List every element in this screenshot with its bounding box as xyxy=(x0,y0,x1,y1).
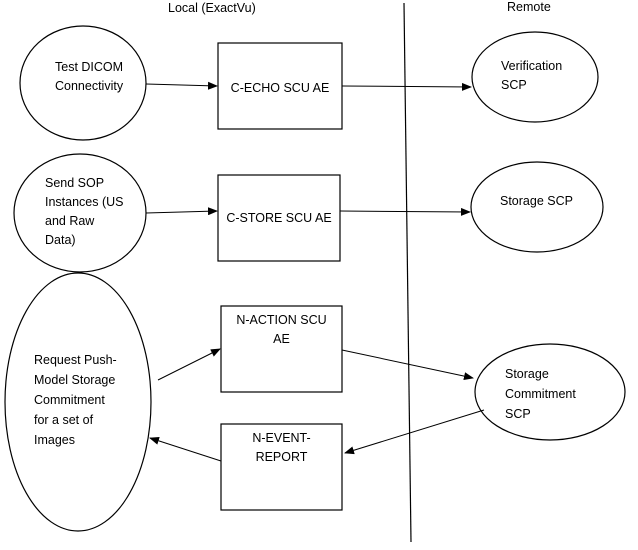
box-n-event xyxy=(220,423,343,511)
ellipse-verification xyxy=(471,31,599,123)
arrow-request-to-naction xyxy=(157,348,221,381)
arrow-send-to-store xyxy=(145,207,218,216)
label-send-sop: Send SOP Instances (US and Raw Data) xyxy=(45,174,124,250)
label-line: AE xyxy=(273,332,290,346)
label-line: Request Push- xyxy=(34,353,117,367)
arrow-nevent-to-request xyxy=(149,436,222,462)
label-line: and Raw xyxy=(45,214,95,228)
label-test-dicom: Test DICOM Connectivity xyxy=(55,58,123,96)
label-line: Storage xyxy=(505,367,549,381)
arrow-store-to-storage xyxy=(339,207,471,216)
ellipse-test-dicom xyxy=(19,25,147,141)
box-c-store xyxy=(217,174,341,262)
label-line: Model Storage xyxy=(34,373,116,387)
label-line: Verification xyxy=(501,59,563,73)
label-line: Test DICOM xyxy=(55,60,124,74)
label-line: SCP xyxy=(505,407,531,421)
label-line: Instances (US xyxy=(45,195,124,209)
label-storage: Storage SCP xyxy=(500,192,573,211)
label-line: N-ACTION SCU xyxy=(236,313,327,327)
label-line: Images xyxy=(34,433,75,447)
label-line: REPORT xyxy=(255,450,308,464)
label-line: Storage SCP xyxy=(500,194,573,208)
local-remote-divider xyxy=(403,2,412,543)
arrow-test-to-echo xyxy=(145,81,218,90)
label-line: N-EVENT- xyxy=(252,431,311,445)
label-c-store: C-STORE SCU AE xyxy=(218,209,340,228)
arrow-commitment-to-nevent xyxy=(344,409,485,455)
label-request-push: Request Push- Model Storage Commitment f… xyxy=(34,350,117,450)
label-line: SCP xyxy=(501,78,527,92)
label-line: Send SOP xyxy=(45,176,105,190)
label-line: C-STORE SCU AE xyxy=(226,211,332,225)
label-n-event: N-EVENT- REPORT xyxy=(221,429,342,467)
ellipse-request-push xyxy=(4,272,152,532)
arrow-naction-to-commitment xyxy=(341,349,474,381)
ellipse-storage-commitment xyxy=(474,343,626,441)
box-n-action xyxy=(220,305,343,393)
label-line: Data) xyxy=(45,233,76,247)
label-n-action: N-ACTION SCU AE xyxy=(221,311,342,349)
label-c-echo: C-ECHO SCU AE xyxy=(218,79,342,98)
label-line: Connectivity xyxy=(55,79,124,93)
header-local: Local (ExactVu) xyxy=(168,1,256,15)
label-line: Commitment xyxy=(34,393,105,407)
label-line: C-ECHO SCU AE xyxy=(230,81,330,95)
label-verification: Verification SCP xyxy=(501,57,562,95)
label-line: for a set of xyxy=(34,413,94,427)
ellipse-storage xyxy=(470,161,604,253)
header-remote: Remote xyxy=(507,0,551,14)
label-line: Commitment xyxy=(505,387,576,401)
arrow-echo-to-verification xyxy=(341,82,472,91)
label-storage-commitment: Storage Commitment SCP xyxy=(505,364,576,424)
